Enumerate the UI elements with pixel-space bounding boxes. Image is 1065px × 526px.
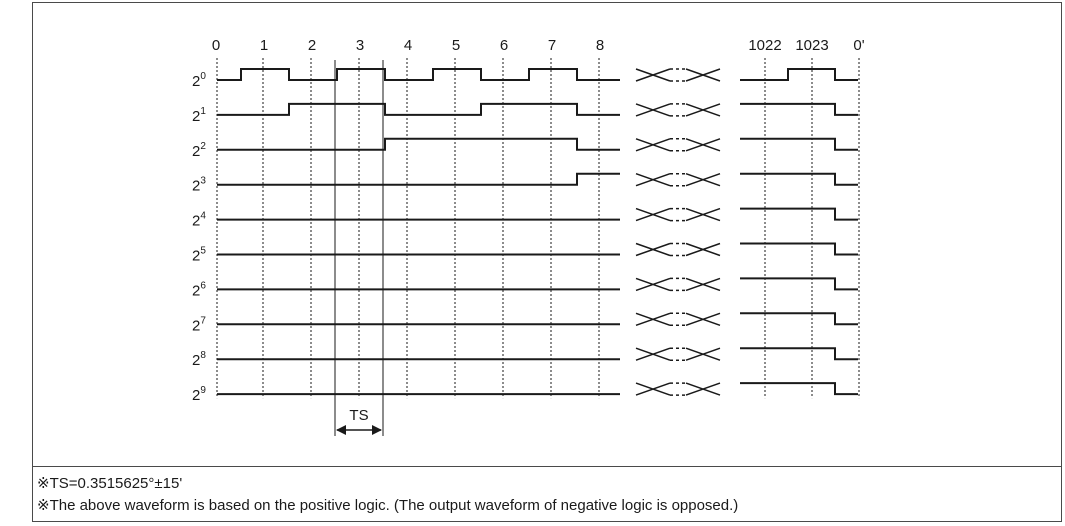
- continuation-gap: [670, 277, 686, 292]
- position-label: 0: [212, 37, 220, 54]
- position-label: 3: [356, 37, 364, 54]
- bit-label: 26: [192, 280, 206, 299]
- waveform-late: [740, 172, 858, 186]
- waveform-late: [740, 102, 858, 116]
- bit-label: 25: [192, 246, 206, 265]
- continuation-cross: [685, 347, 721, 361]
- bit-label: 28: [192, 350, 206, 369]
- bit-label: 20: [192, 71, 206, 90]
- notes-separator: [32, 466, 1062, 467]
- continuation-cross: [685, 207, 721, 222]
- continuation-cross: [685, 103, 721, 117]
- continuation-gap: [670, 347, 686, 361]
- position-label: 4: [404, 37, 412, 54]
- end-position-label: 1022: [748, 37, 781, 54]
- continuation-gap: [670, 382, 686, 396]
- position-label: 5: [452, 37, 460, 54]
- bit-label: 21: [192, 106, 206, 125]
- waveform-early: [217, 68, 620, 81]
- continuation-gap: [670, 172, 686, 187]
- continuation-cross: [685, 242, 721, 257]
- continuation-cross: [685, 382, 721, 396]
- continuation-cross: [685, 138, 721, 152]
- position-label: 2: [308, 37, 316, 54]
- position-label: 6: [500, 37, 508, 54]
- waveform-late: [740, 312, 858, 326]
- bit-label: 24: [192, 211, 206, 230]
- position-label: 7: [548, 37, 556, 54]
- continuation-cross: [685, 68, 721, 82]
- diagram-frame: [32, 2, 1062, 522]
- waveform-late: [740, 277, 858, 291]
- waveform-early: [217, 102, 620, 116]
- waveform-late: [740, 242, 858, 256]
- bit-label: 22: [192, 141, 206, 160]
- ts-arrow-left-icon: [336, 425, 346, 435]
- continuation-cross: [635, 103, 671, 117]
- ts-label: TS: [349, 407, 368, 424]
- bit-label: 27: [192, 315, 206, 334]
- waveform-early: [217, 137, 620, 151]
- continuation-cross: [635, 242, 671, 257]
- end-position-label: 0': [853, 37, 864, 54]
- position-label: 8: [596, 37, 604, 54]
- continuation-cross: [635, 347, 671, 361]
- waveform-early: [217, 172, 620, 186]
- bit-label: 23: [192, 176, 206, 195]
- continuation-gap: [670, 207, 686, 222]
- continuation-cross: [635, 68, 671, 82]
- waveform-late: [740, 347, 858, 361]
- continuation-cross: [635, 172, 671, 187]
- continuation-gap: [670, 138, 686, 152]
- continuation-cross: [635, 138, 671, 152]
- continuation-gap: [670, 312, 686, 327]
- end-position-label: 1023: [795, 37, 828, 54]
- logic-note: ※The above waveform is based on the posi…: [37, 497, 739, 514]
- continuation-cross: [685, 312, 721, 327]
- waveform-late: [740, 68, 858, 81]
- continuation-cross: [635, 312, 671, 327]
- ts-note: ※TS=0.3515625°±15': [37, 475, 183, 492]
- bit-label: 29: [192, 385, 206, 404]
- continuation-gap: [670, 242, 686, 257]
- continuation-gap: [670, 68, 686, 82]
- continuation-cross: [635, 382, 671, 396]
- continuation-cross: [685, 277, 721, 292]
- continuation-cross: [685, 172, 721, 187]
- continuation-cross: [635, 207, 671, 222]
- waveform-late: [740, 137, 858, 151]
- ts-arrow-right-icon: [372, 425, 382, 435]
- position-label: 1: [260, 37, 268, 54]
- continuation-cross: [635, 277, 671, 292]
- waveform-late: [740, 207, 858, 221]
- continuation-gap: [670, 103, 686, 117]
- waveform-late: [740, 382, 858, 396]
